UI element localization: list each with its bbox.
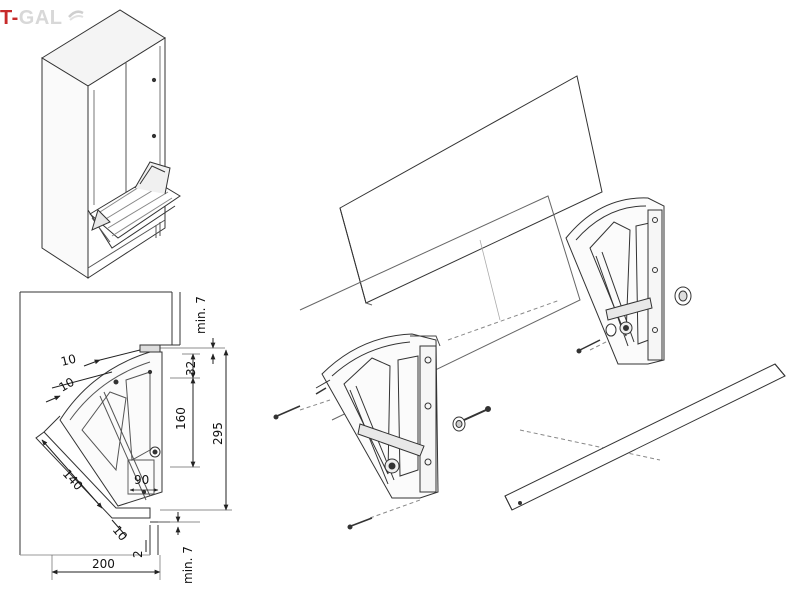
dim-160: 160 bbox=[174, 407, 188, 430]
dim-10-lower: 10 bbox=[110, 523, 131, 544]
dim-10-upper: 10 bbox=[59, 352, 77, 369]
dim-min7-top: min. 7 bbox=[194, 296, 208, 334]
dim-295: 295 bbox=[211, 422, 225, 445]
exploded-assembly-view bbox=[273, 75, 786, 530]
dim-min7-bottom: min. 7 bbox=[181, 546, 195, 584]
cabinet-illustration bbox=[41, 9, 181, 279]
dim-200: 200 bbox=[92, 557, 115, 571]
cross-section-drawing bbox=[19, 291, 232, 580]
brand-logo: T-GAL bbox=[0, 4, 85, 32]
logo-prefix: T- bbox=[0, 6, 19, 29]
dim-2: 2 bbox=[131, 550, 145, 558]
logo-suffix: GAL bbox=[18, 6, 63, 29]
dim-10-middle: 10 bbox=[57, 375, 77, 395]
dim-32: 32 bbox=[184, 361, 198, 376]
dim-90: 90 bbox=[134, 473, 149, 487]
dim-140: 140 bbox=[60, 467, 86, 493]
logo-swoosh-icon bbox=[67, 10, 84, 21]
